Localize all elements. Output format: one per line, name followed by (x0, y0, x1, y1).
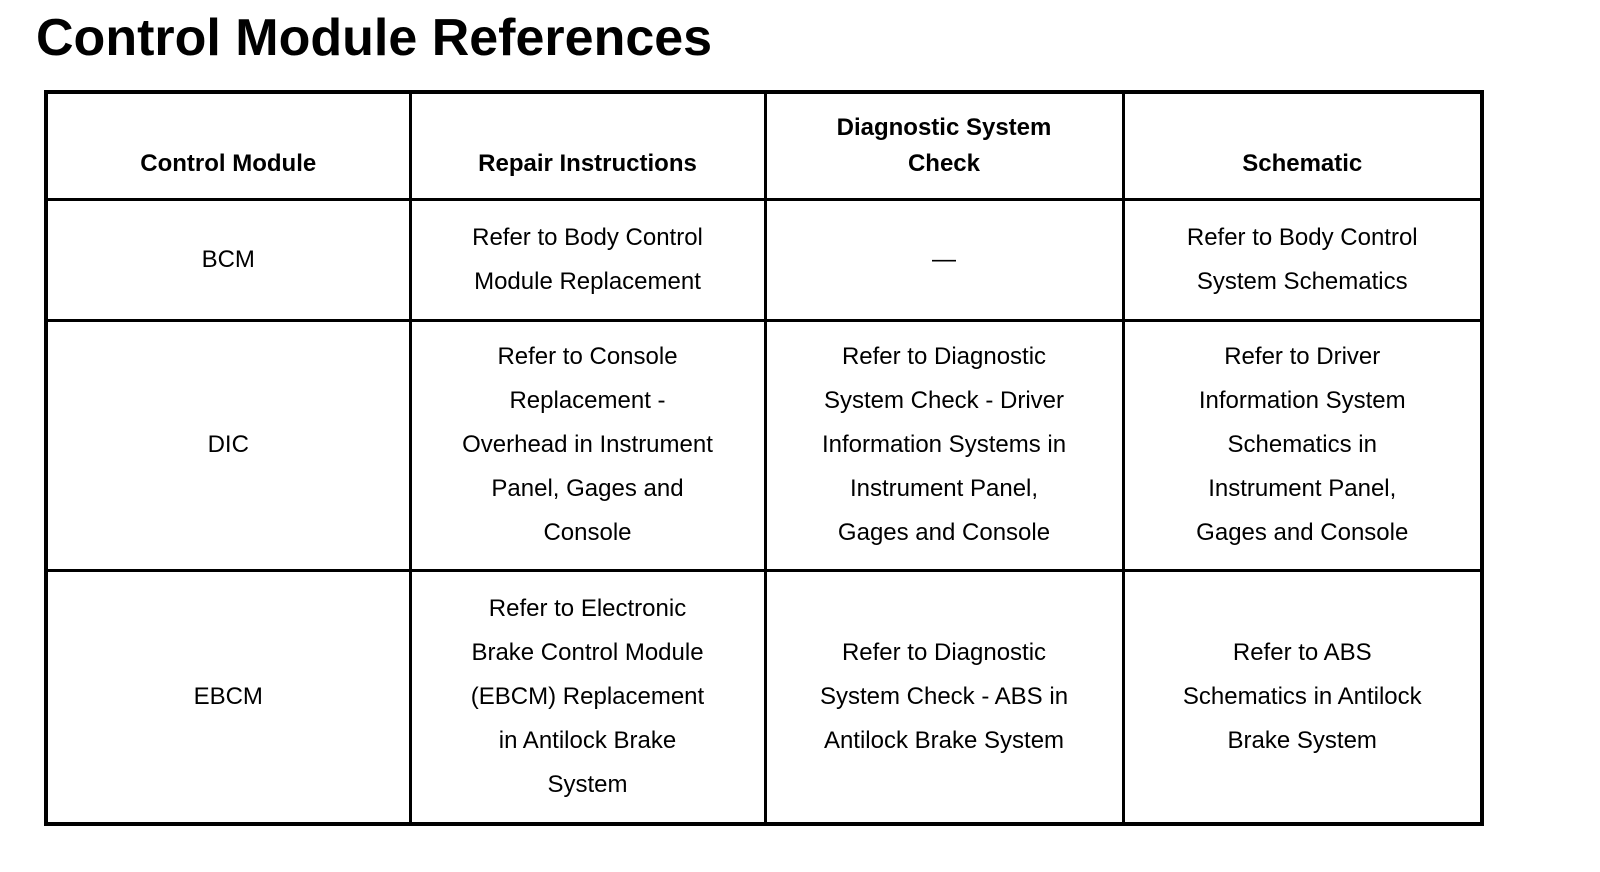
table-header-row: Control Module Repair Instructions Diagn… (44, 90, 1484, 201)
cell-diagnostic-system-check: Refer to Diagnostic System Check - ABS i… (763, 568, 1125, 826)
cell-repair-instructions: Refer to Electronic Brake Control Module… (408, 568, 767, 826)
cell-diagnostic-system-check: Refer to Diagnostic System Check - Drive… (763, 318, 1125, 572)
table-row: DIC Refer to Console Replacement - Overh… (44, 318, 1484, 572)
cell-schematic: Refer to ABS Schematics in Antilock Brak… (1121, 568, 1484, 826)
table-row: EBCM Refer to Electronic Brake Control M… (44, 568, 1484, 826)
cell-repair-instructions: Refer to Console Replacement - Overhead … (408, 318, 767, 572)
cell-module-name: DIC (44, 318, 412, 572)
cell-diagnostic-system-check: — (763, 197, 1125, 322)
col-header-control-module: Control Module (44, 90, 412, 201)
control-module-references-table: Control Module Repair Instructions Diagn… (44, 90, 1484, 826)
col-header-schematic: Schematic (1121, 90, 1484, 201)
col-header-repair-instructions: Repair Instructions (408, 90, 767, 201)
cell-module-name: EBCM (44, 568, 412, 826)
cell-module-name: BCM (44, 197, 412, 322)
cell-repair-instructions: Refer to Body Control Module Replacement (408, 197, 767, 322)
cell-schematic: Refer to Driver Information System Schem… (1121, 318, 1484, 572)
table-row: BCM Refer to Body Control Module Replace… (44, 197, 1484, 322)
cell-schematic: Refer to Body Control System Schematics (1121, 197, 1484, 322)
col-header-diagnostic-system-check: Diagnostic System Check (763, 90, 1125, 201)
page-title: Control Module References (36, 9, 713, 67)
